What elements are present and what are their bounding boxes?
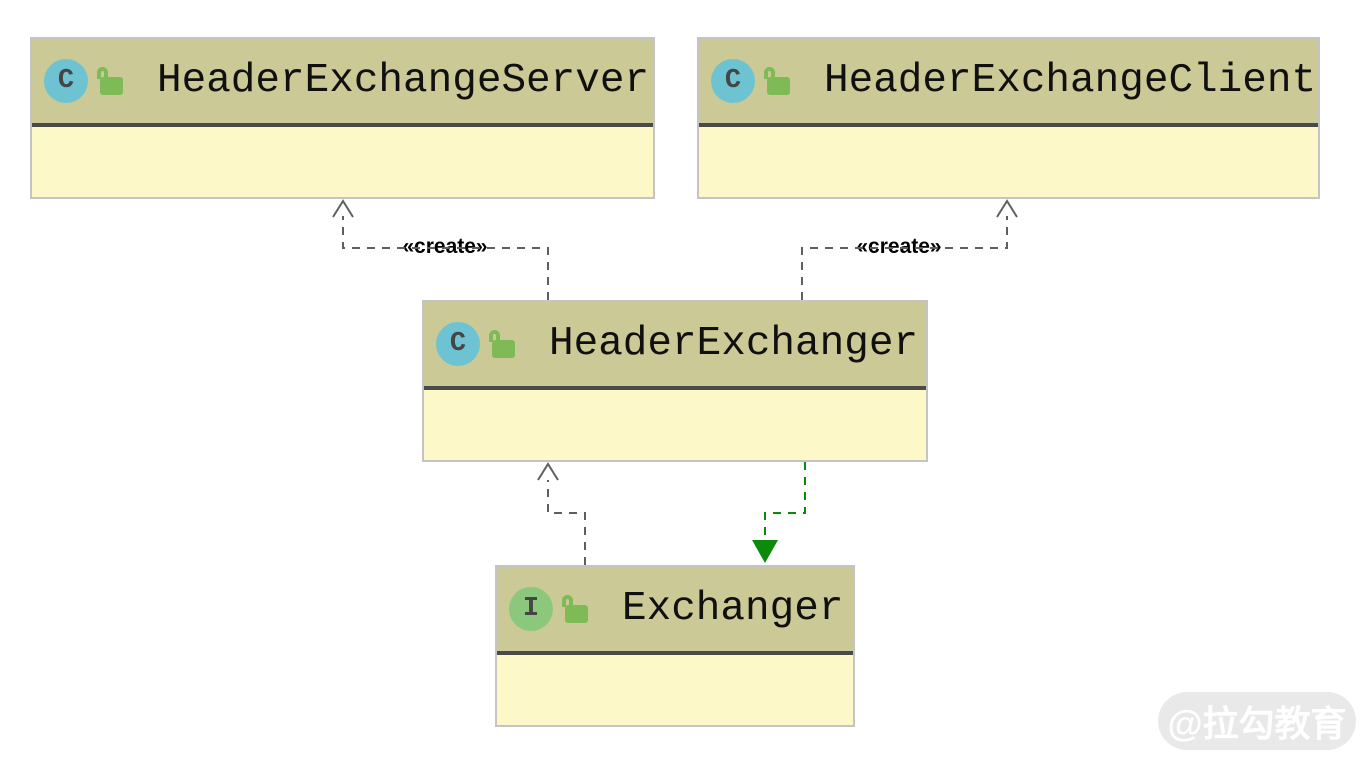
padlock-body <box>492 340 515 358</box>
interface-i-badge-icon: I <box>509 587 553 631</box>
class-name-label: HeaderExchangeClient <box>824 57 1317 104</box>
padlock-body <box>100 77 123 95</box>
watermark-badge: @拉勾教育 <box>1158 692 1356 750</box>
class-box-header-exchange-server[interactable]: C HeaderExchangeServer <box>30 37 655 199</box>
padlock-shackle <box>764 67 775 79</box>
interface-box-exchanger[interactable]: I Exchanger <box>495 565 855 727</box>
public-unlocked-padlock-icon <box>489 330 515 358</box>
open-arrowhead-to-server-icon <box>332 199 354 218</box>
compartment-separator <box>699 123 1318 127</box>
class-header-compartment: C HeaderExchangeServer <box>32 39 653 123</box>
members-compartment <box>699 127 1318 197</box>
watermark-text: @拉勾教育 <box>1167 703 1347 744</box>
realization-edge-line <box>764 462 806 541</box>
class-name-label: HeaderExchangeServer <box>157 57 650 104</box>
compartment-separator <box>497 651 853 655</box>
open-arrowhead-to-exchanger-parent-icon <box>537 462 559 481</box>
create-edge-to-client-line <box>801 216 1008 300</box>
interface-name-label: Exchanger <box>622 585 844 632</box>
public-unlocked-padlock-icon <box>764 67 790 95</box>
padlock-shackle <box>489 330 500 342</box>
public-unlocked-padlock-icon <box>97 67 123 95</box>
padlock-body <box>767 77 790 95</box>
compartment-separator <box>32 123 653 127</box>
class-header-compartment: C HeaderExchanger <box>424 302 926 386</box>
class-c-badge-icon: C <box>436 322 480 366</box>
create-edge-to-server-line <box>342 216 549 300</box>
class-box-header-exchange-client[interactable]: C HeaderExchangeClient <box>697 37 1320 199</box>
dependency-edge-exchanger-line <box>547 480 586 565</box>
class-c-badge-icon: C <box>44 59 88 103</box>
edge-label-create-server: «create» <box>402 235 488 258</box>
members-compartment <box>424 390 926 460</box>
class-name-label: HeaderExchanger <box>549 320 919 367</box>
public-unlocked-padlock-icon <box>562 595 588 623</box>
class-box-header-exchanger[interactable]: C HeaderExchanger <box>422 300 928 462</box>
class-c-badge-icon: C <box>711 59 755 103</box>
filled-triangle-arrowhead-icon <box>752 540 778 563</box>
edge-label-create-client: «create» <box>856 235 942 258</box>
compartment-separator <box>424 386 926 390</box>
class-header-compartment: I Exchanger <box>497 567 853 651</box>
members-compartment <box>497 655 853 725</box>
padlock-shackle <box>97 67 108 79</box>
open-arrowhead-to-client-icon <box>996 199 1018 218</box>
class-header-compartment: C HeaderExchangeClient <box>699 39 1318 123</box>
padlock-shackle <box>562 595 573 607</box>
members-compartment <box>32 127 653 197</box>
padlock-body <box>565 605 588 623</box>
